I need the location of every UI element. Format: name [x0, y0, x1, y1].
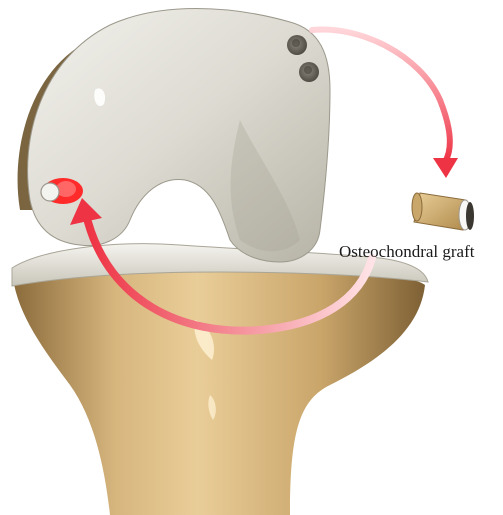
osteochondral-graft-icon [412, 193, 474, 230]
tibia [12, 255, 425, 515]
graft-label: Osteochondral graft [339, 243, 474, 260]
harvest-arrow [312, 29, 458, 178]
